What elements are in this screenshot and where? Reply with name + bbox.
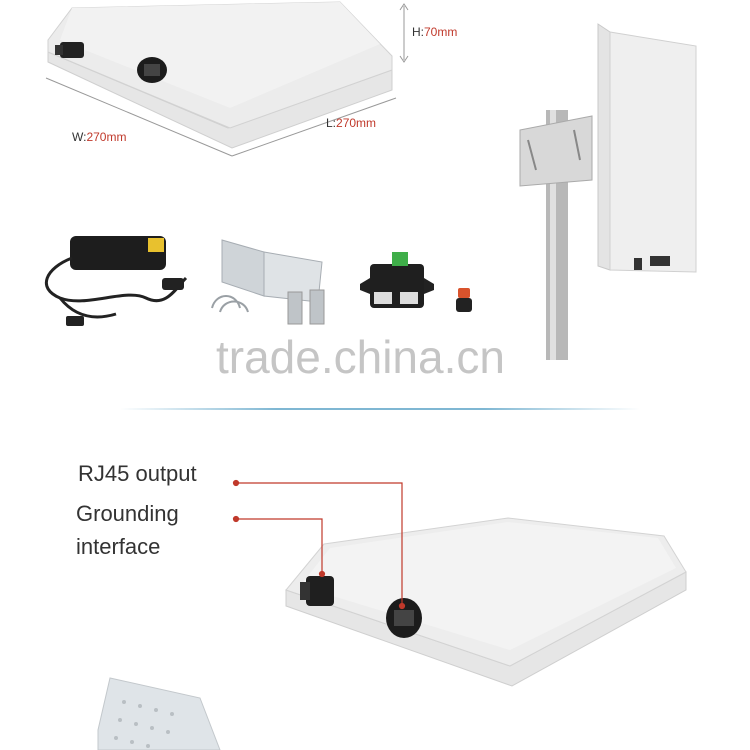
grounding-label-line1: Grounding [76, 501, 179, 526]
height-label: H:70mm [412, 25, 457, 39]
grounding-interface-label: Grounding interface [76, 497, 179, 563]
rj45-callout-line [232, 479, 406, 610]
enclosure-top-illustration [45, 1, 409, 157]
length-value: 270mm [336, 116, 377, 130]
power-adapter-illustration [45, 236, 188, 326]
waterproof-connector-illustration [456, 288, 472, 312]
rj45-port-icon [137, 57, 167, 83]
width-label: W:270mm [72, 130, 126, 144]
grounding-label-line2: interface [76, 534, 161, 559]
rj45-port-icon [386, 598, 422, 638]
height-value: 70mm [424, 25, 458, 39]
length-prefix: L: [326, 116, 337, 130]
width-value: 270mm [86, 130, 127, 144]
poe-injector-illustration [360, 252, 434, 308]
height-prefix: H: [412, 25, 424, 39]
enclosure-bottom-illustration [97, 479, 687, 750]
grounding-callout-line [232, 515, 326, 578]
rj45-output-label: RJ45 output [78, 461, 197, 486]
cable-gland-icon [55, 42, 84, 58]
pole-mount-antenna-illustration [519, 23, 697, 360]
length-label: L:270mm [326, 116, 376, 130]
watermark-text: trade.china.cn [216, 331, 505, 383]
cable-gland-icon [300, 576, 334, 606]
width-prefix: W: [72, 130, 87, 144]
mounting-bracket-kit-illustration [211, 239, 325, 325]
section-divider [120, 408, 640, 410]
